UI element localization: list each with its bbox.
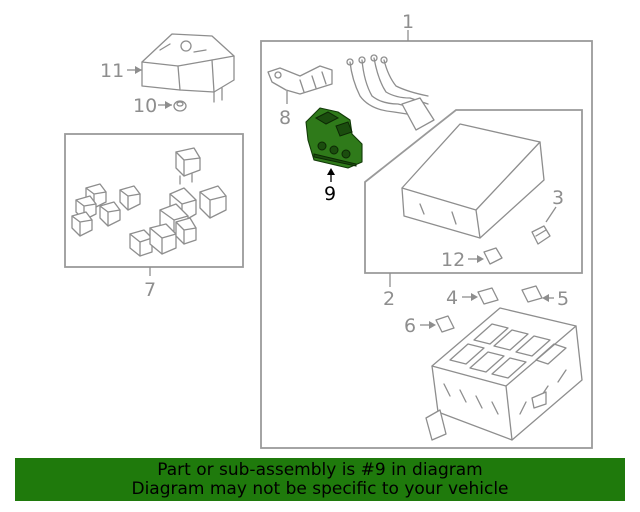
fuse-box-body	[425, 307, 583, 441]
callout-11: 11	[100, 60, 124, 82]
fuse-part-6	[435, 315, 455, 333]
callout-2: 2	[383, 288, 395, 310]
nut-part-10	[173, 100, 187, 112]
banner-line-2: Diagram may not be specific to your vehi…	[131, 479, 509, 499]
bracket-part-8	[267, 65, 333, 95]
cover-part-11	[141, 33, 235, 103]
callout-3: 3	[552, 187, 564, 209]
callout-4: 4	[446, 287, 458, 309]
callout-3-leader	[545, 206, 557, 223]
callout-8: 8	[279, 107, 291, 129]
clip-part-3	[531, 225, 551, 245]
assembly-box	[260, 40, 593, 449]
callout-12: 12	[441, 249, 465, 271]
sub-assembly-box	[364, 109, 583, 274]
relay-box	[64, 133, 244, 268]
callout-6: 6	[404, 315, 416, 337]
callout-5: 5	[557, 288, 569, 310]
fuse-box-cover	[401, 123, 545, 239]
highlighted-part-9	[305, 107, 363, 169]
fuse-part-12	[483, 247, 503, 265]
info-banner: Part or sub-assembly is #9 in diagram Di…	[15, 458, 625, 501]
callout-1: 1	[402, 11, 414, 33]
fuse-part-4	[477, 287, 499, 305]
callout-9: 9	[324, 183, 336, 205]
callout-10: 10	[133, 95, 157, 117]
wire-harness	[346, 54, 435, 131]
fuse-part-5	[521, 285, 543, 303]
callout-7: 7	[144, 279, 156, 301]
relay-set-part-7	[71, 147, 227, 257]
banner-line-1: Part or sub-assembly is #9 in diagram	[157, 460, 483, 480]
